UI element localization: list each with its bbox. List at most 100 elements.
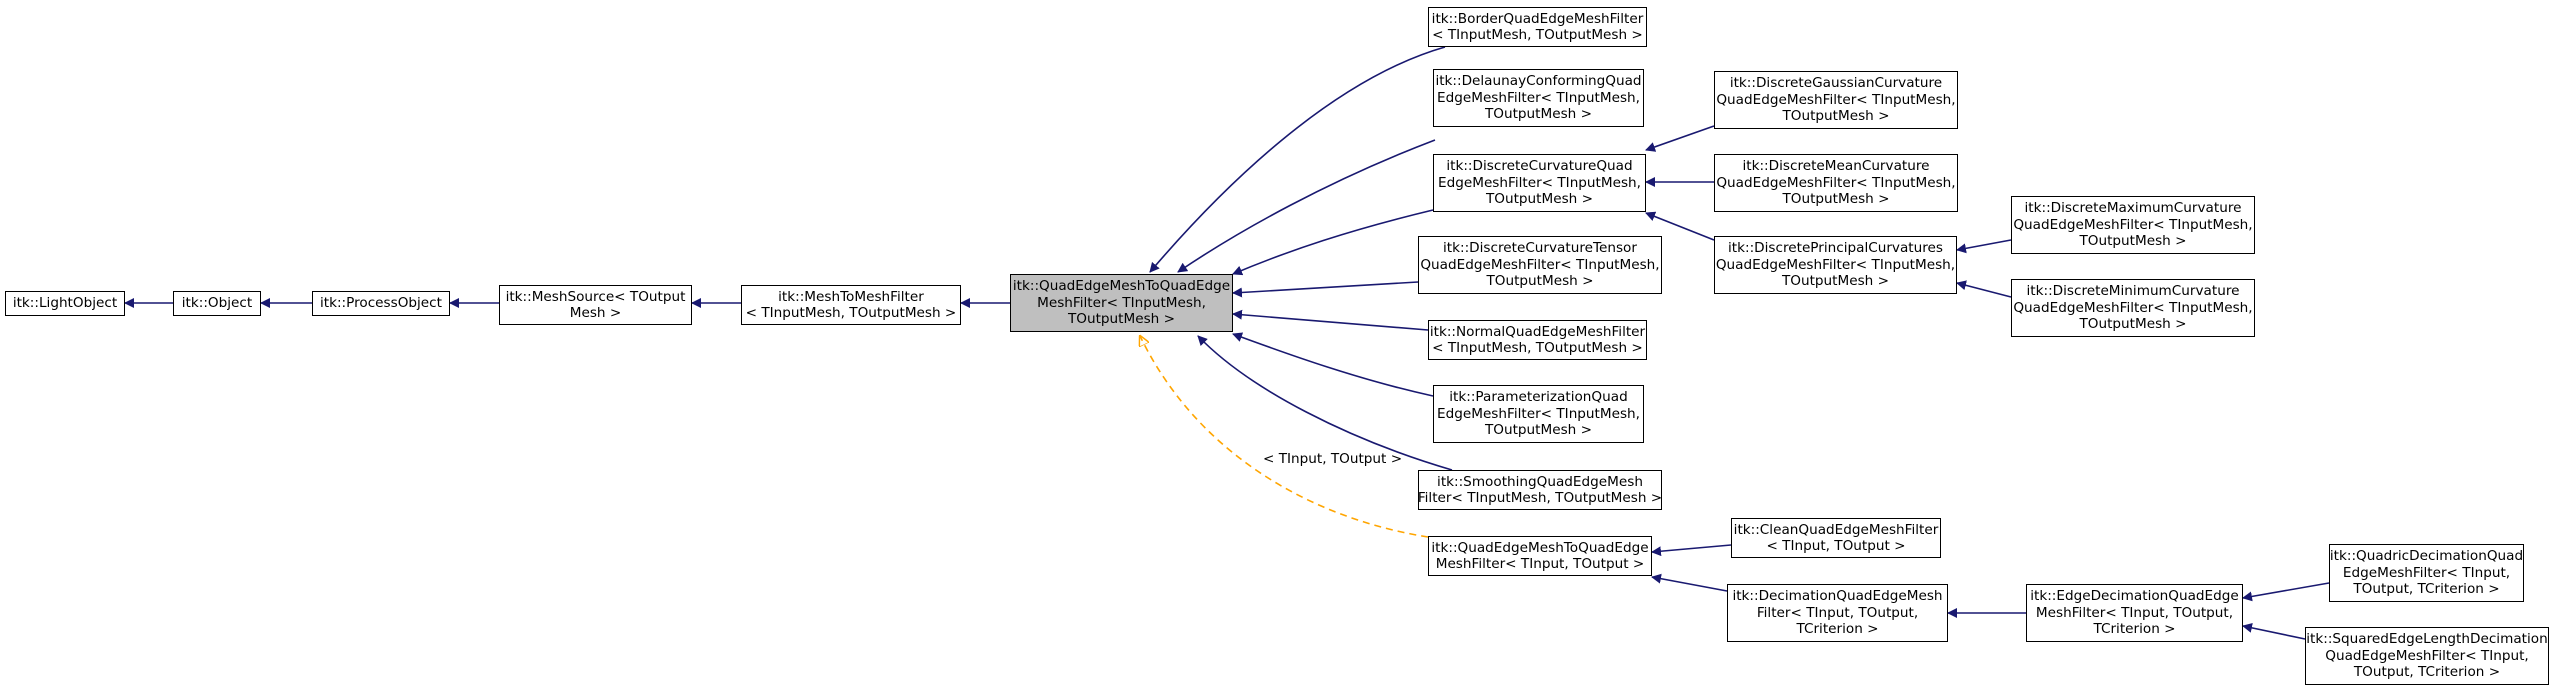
node-label-line: itk::DiscretePrincipalCurvatures [1728, 240, 1943, 257]
node-object[interactable]: itk::Object [173, 291, 261, 316]
node-label-line: QuadEdgeMeshFilter< TInputMesh, [1715, 256, 1956, 273]
edge-maximum-to-principal [1956, 239, 2012, 254]
node-label-line: itk::EdgeDecimationQuadEdge [2030, 588, 2239, 605]
node-label-line: < TInput, TOutput > [1766, 538, 1906, 554]
node-border-filter[interactable]: itk::BorderQuadEdgeMeshFilter< TInputMes… [1428, 7, 1647, 47]
node-label-line: itk::DiscreteGaussianCurvature [1729, 75, 1943, 92]
edge-clean-to-qeinput [1651, 544, 1732, 557]
edge-smoothing-to-qemesh [1197, 335, 1453, 471]
node-label-line: itk::DelaunayConformingQuad [1435, 73, 1642, 90]
edge-decimation-to-qeinput [1651, 573, 1728, 592]
edge-parameterization-to-qemesh [1232, 332, 1434, 397]
node-label-line: TOutput, TCriterion > [2353, 664, 2501, 681]
node-label-line: itk::NormalQuadEdgeMeshFilter [1429, 323, 1646, 340]
node-normal-filter[interactable]: itk::NormalQuadEdgeMeshFilter< TInputMes… [1428, 320, 1647, 360]
edge-tensor-to-qemesh [1232, 281, 1419, 298]
node-label-line: itk::LightObject [12, 295, 118, 312]
node-label-line: itk::MeshToMeshFilter [778, 288, 924, 305]
node-label-line: itk::DiscreteCurvatureTensor [1443, 240, 1637, 257]
node-label-line: itk::SmoothingQuadEdgeMesh [1437, 473, 1643, 490]
node-mesh-to-mesh-filter[interactable]: itk::MeshToMeshFilter< TInputMesh, TOutp… [741, 285, 961, 325]
node-label-line: itk::Object [181, 295, 253, 312]
node-label-line: itk::QuadricDecimationQuad [2329, 548, 2524, 565]
node-label-line: QuadEdgeMeshFilter< TInput, [2325, 647, 2529, 664]
node-label-line: TOutputMesh > [2079, 233, 2187, 250]
node-label-line: TCriterion > [1796, 621, 1879, 638]
node-label-line: itk::BorderQuadEdgeMeshFilter [1431, 10, 1644, 27]
edge-principal-to-discretecurv [1645, 211, 1715, 241]
node-label-line: TOutputMesh > [2079, 316, 2187, 333]
node-label-line: itk::QuadEdgeMeshToQuadEdge [1012, 278, 1231, 295]
node-label-line: MeshFilter< TInputMesh, [1037, 294, 1206, 311]
node-label-line: Mesh > [569, 305, 622, 321]
node-label-line: EdgeMeshFilter< TInput, [2342, 564, 2511, 581]
edge-quadric-to-edgedecimation [2242, 582, 2330, 602]
template-edge-label: < TInput, TOutput > [1263, 451, 1403, 467]
node-label-line: itk::CleanQuadEdgeMeshFilter [1733, 521, 1939, 538]
edge-template-qeinput-to-qemesh [1140, 336, 1429, 538]
node-label-line: QuadEdgeMeshFilter< TInputMesh, [1716, 91, 1956, 108]
node-label-line: itk::ParameterizationQuad [1449, 389, 1628, 406]
node-label-line: itk::DecimationQuadEdgeMesh [1732, 588, 1943, 605]
node-label-line: itk::ProcessObject [320, 295, 442, 312]
node-label-line: TOutputMesh > [1484, 106, 1593, 123]
node-label-line: TOutputMesh > [1067, 311, 1176, 328]
node-label-line: EdgeMeshFilter< TInputMesh, [1438, 174, 1641, 191]
edge-border-to-qemesh [1149, 46, 1446, 273]
node-label-line: TCriterion > [2093, 621, 2176, 638]
node-label-line: itk::QuadEdgeMeshToQuadEdge [1431, 539, 1649, 556]
node-label-line: itk::DiscreteMinimumCurvature [2026, 283, 2240, 300]
edge-discretecurv-to-qemesh [1232, 209, 1434, 276]
node-label-line: TOutput, TCriterion > [2353, 581, 2500, 598]
node-label-line: Filter< TInput, TOutput, [1756, 604, 1919, 621]
node-label-line: itk::DiscreteMeanCurvature [1742, 158, 1930, 175]
node-label-line: EdgeMeshFilter< TInputMesh, [1437, 89, 1640, 106]
node-label-line: Filter< TInputMesh, TOutputMesh > [1417, 490, 1663, 506]
node-label-line: TOutputMesh > [1782, 191, 1890, 208]
node-label-line: MeshFilter< TInput, TOutput, [2035, 604, 2234, 621]
edge-squared-to-edgedecimation [2242, 622, 2306, 640]
node-process-object[interactable]: itk::ProcessObject [312, 291, 450, 316]
node-label-line: itk::DiscreteMaximumCurvature [2024, 200, 2242, 217]
node-label-line: EdgeMeshFilter< TInputMesh, [1437, 405, 1640, 422]
node-label-line: itk::SquaredEdgeLengthDecimation [2306, 631, 2548, 648]
node-label-line: TOutputMesh > [1485, 191, 1594, 208]
node-label-line: TOutputMesh > [1486, 273, 1594, 290]
node-label-line: QuadEdgeMeshFilter< TInputMesh, [1716, 174, 1956, 191]
node-clean-filter[interactable]: itk::CleanQuadEdgeMeshFilter< TInput, TO… [1731, 518, 1941, 558]
node-label-line: QuadEdgeMeshFilter< TInputMesh, [1420, 256, 1660, 273]
node-label-line: < TInputMesh, TOutputMesh > [745, 305, 957, 321]
node-label-line: QuadEdgeMeshFilter< TInputMesh, [2013, 216, 2253, 233]
node-light-object[interactable]: itk::LightObject [5, 291, 125, 316]
node-label-line: MeshFilter< TInput, TOutput > [1435, 556, 1645, 572]
node-label-line: < TInputMesh, TOutputMesh > [1432, 340, 1643, 356]
node-label-line: itk::MeshSource< TOutput [505, 288, 686, 305]
node-label-line: TOutputMesh > [1484, 422, 1593, 439]
node-label-line: QuadEdgeMeshFilter< TInputMesh, [2013, 299, 2253, 316]
edge-delaunay-to-qemesh [1177, 139, 1436, 273]
node-label-line: < TInputMesh, TOutputMesh > [1432, 27, 1643, 43]
node-label-line: TOutputMesh > [1781, 273, 1890, 290]
edge-normal-to-qemesh [1232, 309, 1429, 331]
node-label-line: itk::DiscreteCurvatureQuad [1446, 158, 1633, 175]
edge-minimum-to-principal [1956, 280, 2012, 298]
